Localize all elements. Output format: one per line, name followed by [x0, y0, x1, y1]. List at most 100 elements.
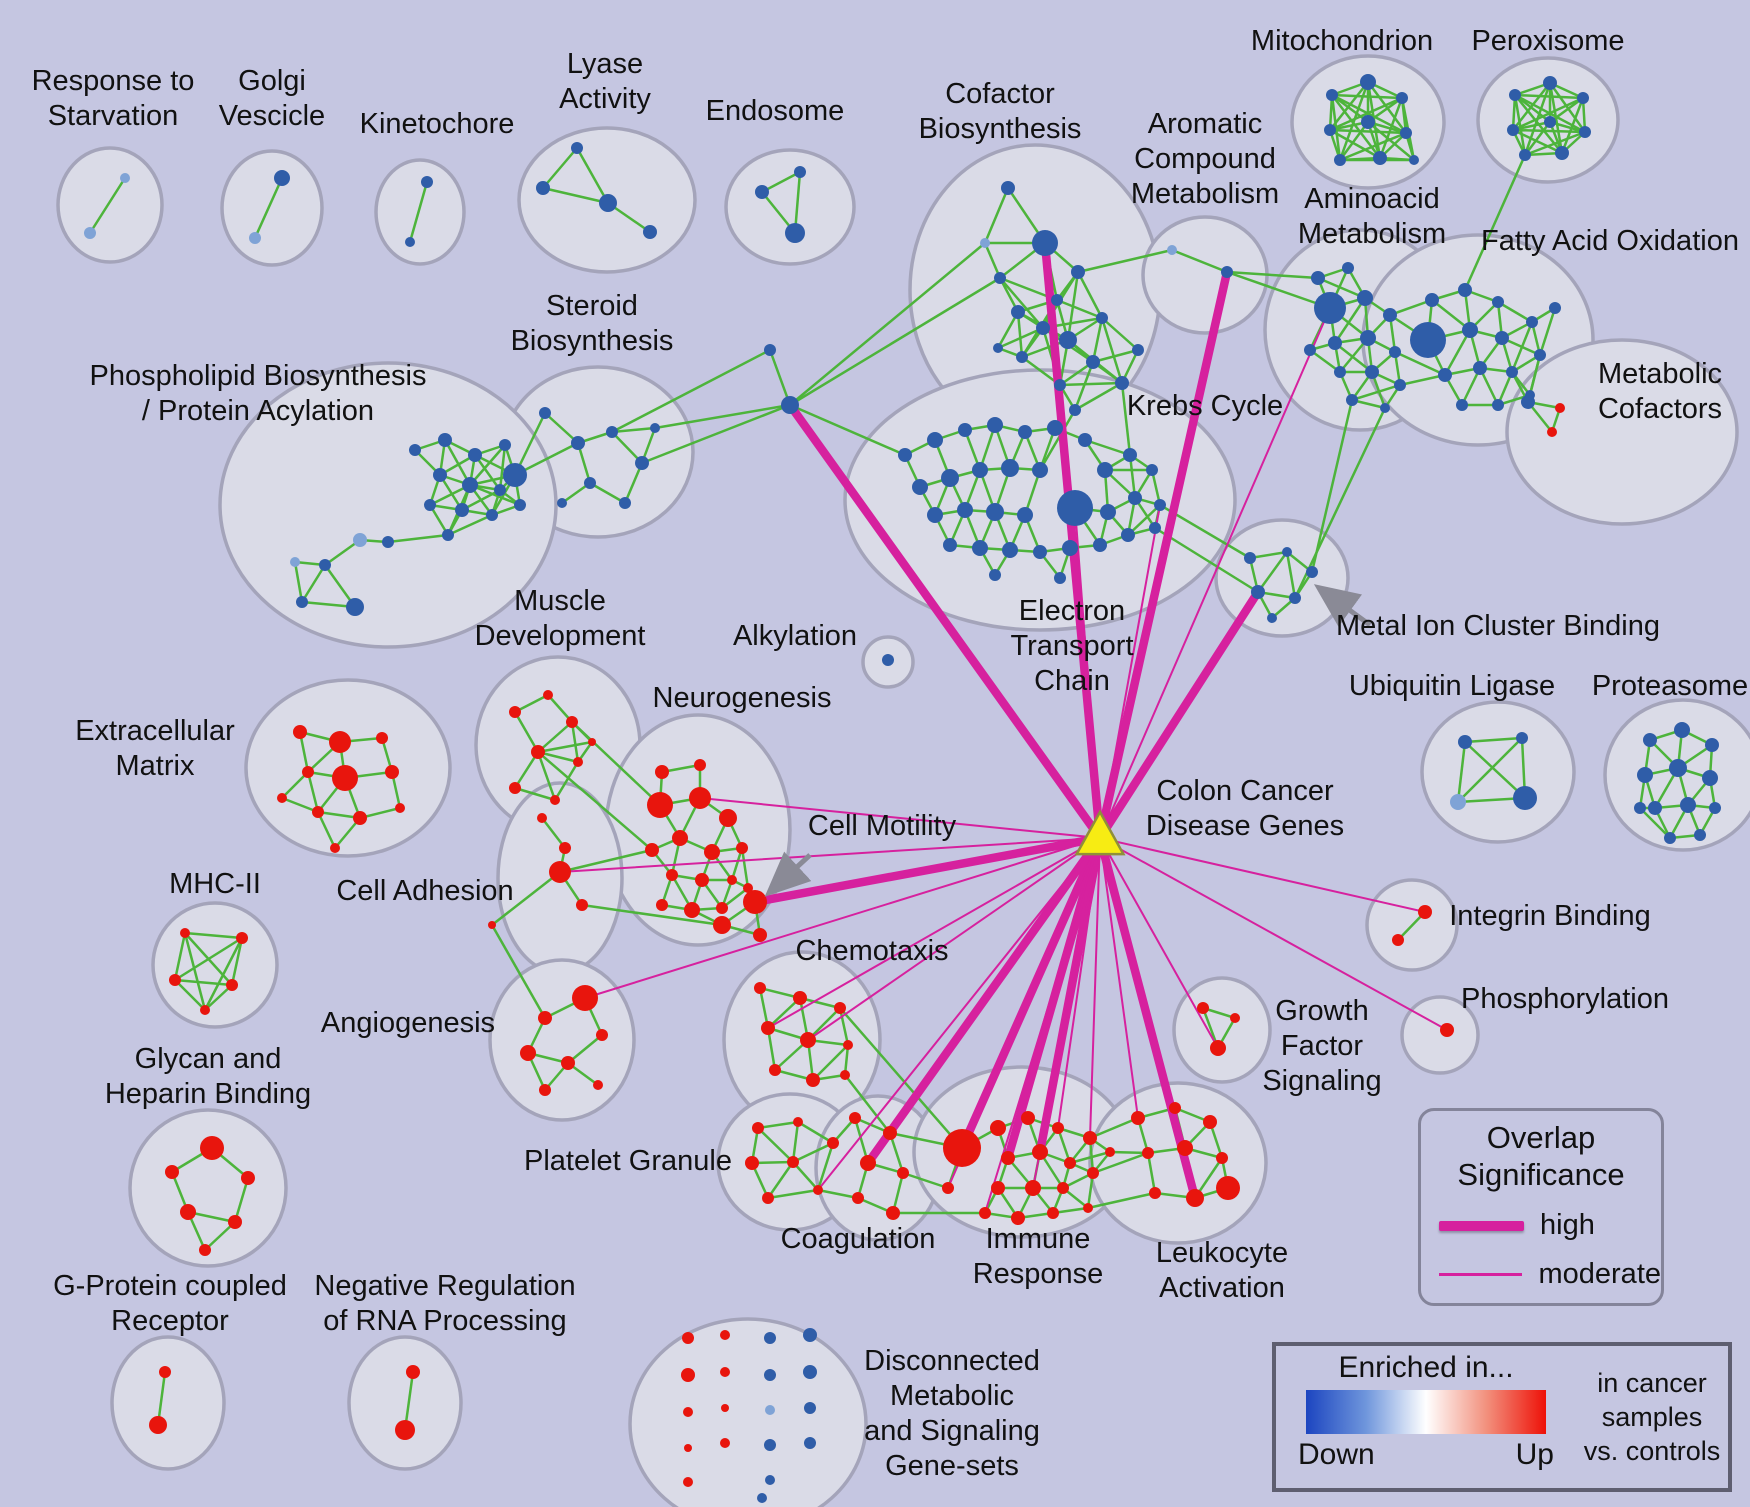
- mhc-ii-node: [169, 974, 181, 986]
- intercluster-edge: [1038, 409, 1077, 471]
- mitochondrion-node: [1396, 92, 1408, 104]
- chemotaxis-edge: [843, 1044, 850, 1076]
- overlap-edge-moderate: [807, 837, 1101, 1041]
- electron-transport-chain-edge: [1128, 454, 1137, 499]
- phospholipid-biosynthesis-node: [514, 499, 526, 511]
- overlap-edge-moderate: [699, 797, 1101, 839]
- platelet-granule-node: [787, 1156, 799, 1168]
- cofactor-biosynthesis-node: [1086, 355, 1100, 369]
- endosome-edge: [793, 171, 802, 234]
- disconnected-gene-sets-node: [684, 1444, 692, 1452]
- electron-transport-chain-node: [912, 479, 928, 495]
- enrichment-legend-left: Enriched in... Down Up: [1276, 1346, 1576, 1488]
- mhc-ii-node: [180, 928, 190, 938]
- overlap-edge-moderate: [1099, 837, 1139, 1119]
- platelet-granule-edge: [797, 1120, 834, 1145]
- intercluster-edge: [1089, 1116, 1139, 1140]
- electron-transport-chain-node: [1146, 464, 1158, 476]
- cofactor-biosynthesis-node: [1001, 181, 1015, 195]
- extracellular-matrix-node: [353, 811, 367, 825]
- mhc-ii-edge: [173, 932, 187, 981]
- neurogenesis-node: [704, 844, 720, 860]
- aminoacid-metabolism-node: [1311, 271, 1325, 285]
- overlap-edge-moderate: [1057, 837, 1101, 1129]
- metal-ion-cluster-binding-label: Metal Ion Cluster Binding: [1336, 610, 1660, 642]
- ubiquitin-ligase-edge: [1464, 741, 1526, 799]
- ubiquitin-ligase-edge: [1464, 736, 1523, 744]
- immune-response-node: [1083, 1131, 1097, 1145]
- fatty-acid-oxidation-edge: [1443, 329, 1472, 376]
- immune-response-node: [1064, 1157, 1076, 1169]
- junction-node: [781, 396, 799, 414]
- ubiquitin-ligase-label: Ubiquitin Ligase: [1349, 670, 1555, 702]
- intercluster-edge: [1092, 1151, 1149, 1175]
- peroxisome-edge: [1514, 94, 1551, 123]
- electron-transport-chain-node: [1054, 572, 1066, 584]
- peroxisome-edge: [1513, 94, 1527, 156]
- aminoacid-metabolism-node: [1342, 262, 1354, 274]
- intercluster-edge: [1120, 382, 1132, 456]
- glycan-heparin-binding-edge: [233, 1177, 250, 1223]
- disconnected-gene-sets-node: [683, 1407, 693, 1417]
- peroxisome-node: [1519, 149, 1531, 161]
- extracellular-matrix-node: [395, 803, 405, 813]
- chemotaxis-node: [761, 1021, 775, 1035]
- aminoacid-metabolism-node: [1383, 308, 1397, 322]
- note-line2: samples: [1601, 1402, 1703, 1432]
- peroxisome-node: [1509, 89, 1521, 101]
- angiogenesis-label: Angiogenesis: [321, 1007, 495, 1039]
- phospholipid-biosynthesis-edge: [469, 483, 521, 507]
- extracellular-matrix-edge: [306, 771, 320, 813]
- leukocyte-activation-node: [1169, 1102, 1181, 1114]
- angiogenesis-node: [593, 1080, 603, 1090]
- coagulation-node: [852, 1192, 864, 1204]
- metabolic-cofactors-node: [1547, 427, 1557, 437]
- intercluster-edge: [654, 403, 791, 430]
- fatty-acid-oxidation-node: [1549, 302, 1561, 314]
- leukocyte-activation-node: [1142, 1147, 1154, 1159]
- peroxisome-edge: [1512, 96, 1584, 132]
- steroid-biosynthesis-node: [619, 497, 631, 509]
- metal-ion-cluster-binding-node: [1244, 552, 1256, 564]
- peroxisome-edge: [1560, 97, 1585, 154]
- metal-ion-cluster-binding-node: [1251, 585, 1265, 599]
- neurogenesis-node: [743, 883, 753, 893]
- kinetochore-ellipse: [374, 158, 466, 266]
- immune-response-node: [943, 1129, 981, 1167]
- lyase-activity-node: [536, 181, 550, 195]
- endosome-node: [785, 223, 805, 243]
- mhc-ii-edge: [184, 931, 243, 940]
- peroxisome-node: [1555, 146, 1569, 160]
- extracellular-matrix-node: [302, 766, 314, 778]
- mitochondrion-edge: [1338, 81, 1370, 161]
- electron-transport-chain-node: [972, 462, 988, 478]
- intercluster-edge: [1226, 270, 1319, 280]
- golgi-vescicle-edge: [253, 177, 284, 239]
- aminoacid-metabolism-node: [1314, 292, 1346, 324]
- steroid-biosynthesis-edge: [623, 462, 644, 504]
- electron-transport-chain-node: [1057, 490, 1093, 526]
- aminoacid-metabolism-edge: [1317, 276, 1366, 300]
- ubiquitin-ligase-edge: [1457, 737, 1523, 803]
- phospholipid-biosynthesis-ellipse: [218, 361, 558, 649]
- up-label: Up: [1515, 1438, 1554, 1471]
- electron-transport-chain-node: [1097, 462, 1113, 478]
- cofactor-biosynthesis-edge: [1091, 317, 1104, 363]
- disconnected-gene-sets-node: [720, 1438, 730, 1448]
- response-to-starvation-node: [84, 227, 96, 239]
- immune-response-node: [1011, 1211, 1025, 1225]
- lyase-activity-node: [643, 225, 657, 239]
- overlap-edge-high: [1095, 833, 1200, 1203]
- integrin-binding-node: [1392, 934, 1404, 946]
- angiogenesis-node: [561, 1056, 575, 1070]
- electron-transport-chain-node: [943, 538, 957, 552]
- legend-title-line2: Significance: [1457, 1157, 1625, 1192]
- glycan-heparin-binding-ellipse: [128, 1108, 288, 1268]
- mitochondrion-node: [1361, 115, 1375, 129]
- glycan-heparin-binding-node: [199, 1244, 211, 1256]
